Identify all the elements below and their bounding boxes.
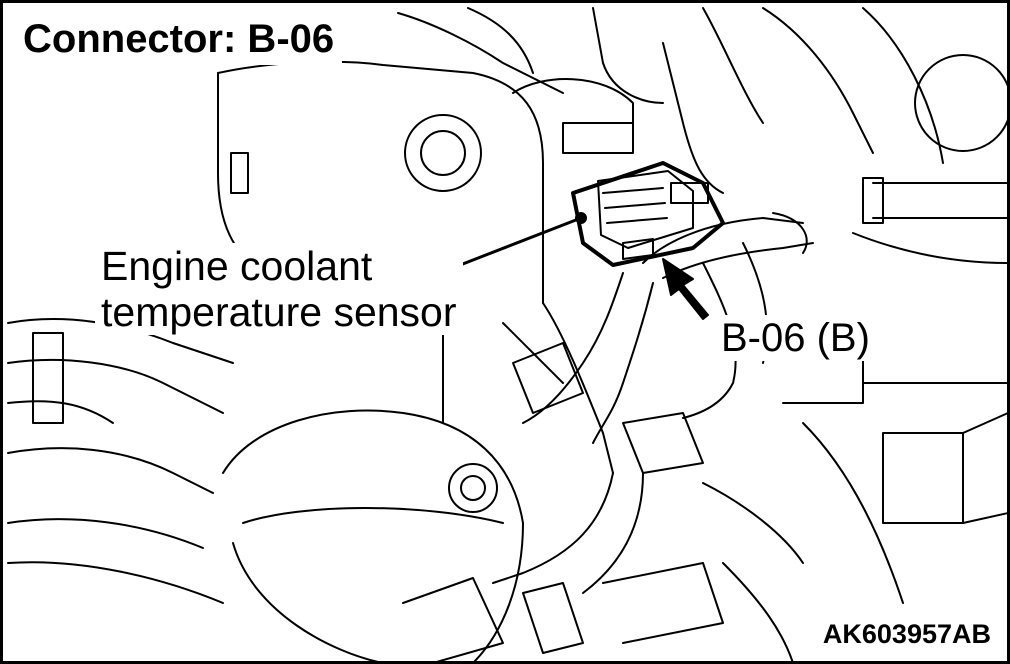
sensor-callout-line1: Engine coolant: [101, 243, 373, 289]
sensor-callout: Engine coolant temperature sensor: [95, 243, 463, 335]
diagram-title: Connector: B-06: [17, 15, 343, 65]
figure-code: AK603957AB: [818, 617, 995, 651]
sensor-callout-line2: temperature sensor: [101, 289, 457, 335]
connector-callout: B-06 (B): [715, 315, 876, 361]
